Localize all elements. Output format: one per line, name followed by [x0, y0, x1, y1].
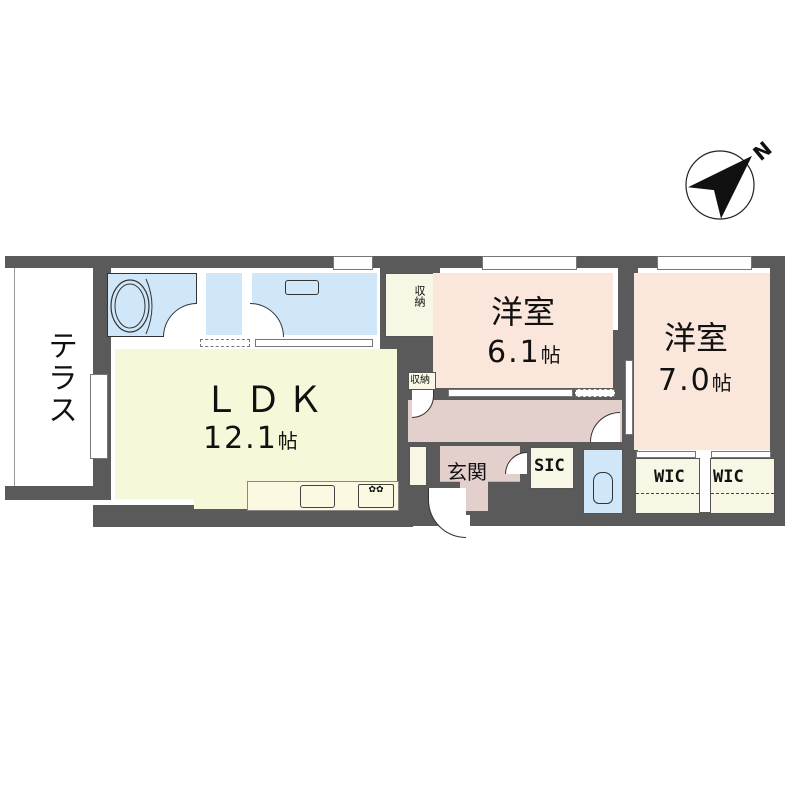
washroom-corridor	[206, 273, 242, 335]
western-room-1-size: 6.1帖	[487, 335, 561, 370]
hallway	[408, 400, 622, 442]
exterior-wall	[470, 512, 785, 526]
wic-1-shelf	[636, 493, 699, 494]
wic-2-door[interactable]	[711, 451, 771, 458]
western-room-1-label: 洋室	[491, 293, 556, 331]
sic[interactable]: SIC	[530, 447, 574, 489]
sliding-door[interactable]	[448, 389, 573, 397]
wic-2-label: WIC	[713, 467, 744, 487]
north-arrow-icon	[685, 150, 755, 220]
washbasin-icon	[285, 280, 319, 295]
ldk-size-value: 12.1	[203, 421, 278, 456]
closet-door[interactable]	[575, 389, 615, 397]
exterior-wall	[5, 486, 93, 500]
wic-1-door[interactable]	[636, 451, 696, 458]
washroom	[252, 273, 377, 335]
window	[657, 256, 752, 270]
western-room-2-size-value: 7.0	[658, 363, 712, 398]
ldk-size-unit: 帖	[277, 429, 298, 453]
storage-2-label: 収納	[410, 375, 430, 386]
kitchen-counter: ✿✿	[247, 481, 399, 511]
wic-1[interactable]: WIC	[635, 458, 700, 514]
window	[200, 339, 250, 347]
terrace: テラス	[14, 268, 90, 486]
bathtub-icon	[110, 278, 153, 335]
western-room-2-label: 洋室	[664, 319, 729, 357]
sliding-door[interactable]	[625, 360, 633, 435]
front-door[interactable]	[428, 488, 466, 538]
window	[482, 256, 577, 270]
sliding-door[interactable]	[255, 339, 373, 347]
entrance-label: 玄関	[447, 460, 487, 484]
western-room-1-size-unit: 帖	[540, 343, 561, 367]
western-room-2-size-unit: 帖	[711, 371, 732, 395]
toilet	[583, 449, 623, 514]
western-room-2: 洋室 7.0帖	[634, 273, 770, 450]
compass: N	[684, 136, 777, 225]
western-room-2-size: 7.0帖	[658, 363, 732, 398]
storage-1[interactable]: 収納	[385, 273, 435, 337]
window	[333, 256, 373, 270]
ldk-size: 12.1帖	[203, 421, 298, 456]
ldk-label: ＬＤＫ	[203, 380, 330, 421]
storage-2[interactable]: 収納	[408, 372, 436, 390]
western-room-1: 洋室 6.1帖	[433, 273, 613, 388]
shoe-cabinet	[409, 446, 427, 486]
toilet-icon	[593, 472, 613, 504]
terrace-label: テラス	[42, 330, 77, 426]
western-room-1-size-value: 6.1	[487, 335, 541, 370]
stove-icon: ✿✿	[358, 484, 394, 508]
kitchen-sink-icon	[300, 485, 335, 508]
sic-label: SIC	[534, 456, 565, 476]
terrace-window[interactable]	[90, 374, 108, 459]
wic-2[interactable]: WIC	[710, 458, 775, 514]
wic-1-label: WIC	[654, 467, 685, 487]
wic-2-shelf	[711, 493, 774, 494]
storage-1-label: 収納	[413, 285, 426, 307]
